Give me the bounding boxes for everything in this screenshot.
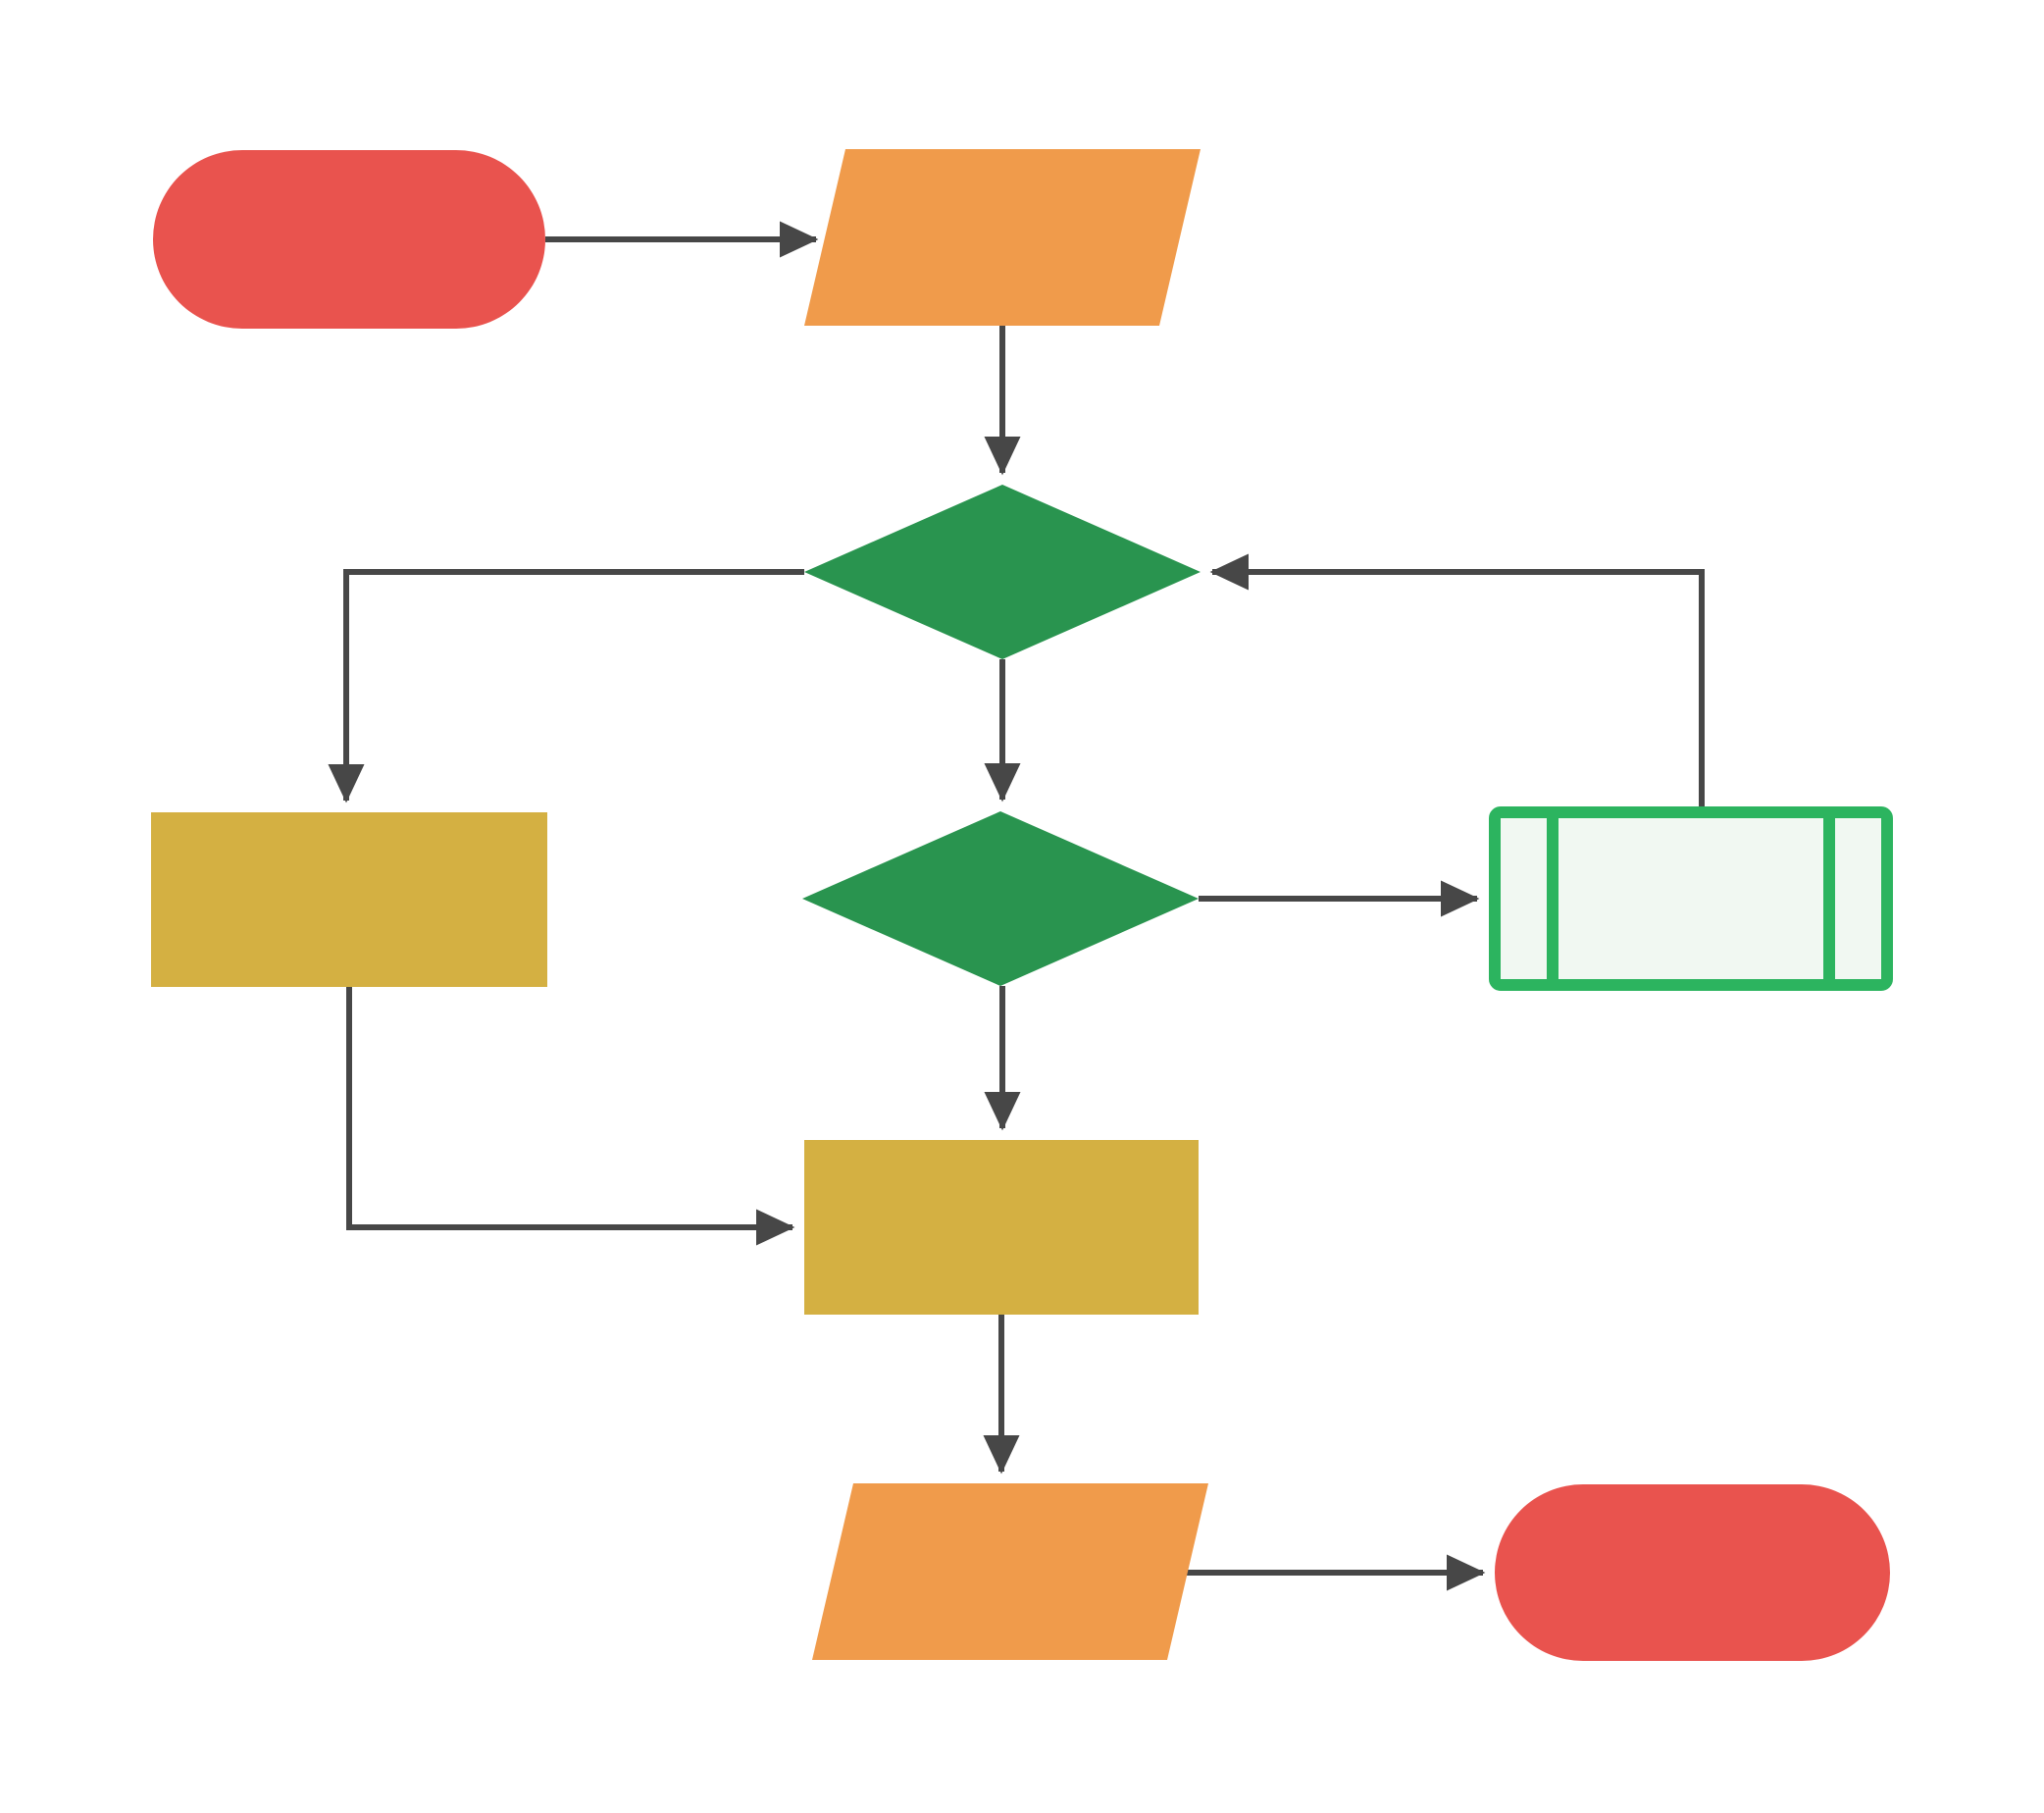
start-terminator-shape[interactable] <box>153 150 545 329</box>
node-output-parallelogram[interactable] <box>812 1483 1208 1660</box>
output-parallelogram-shape[interactable] <box>812 1483 1208 1660</box>
node-end-terminator[interactable] <box>1495 1484 1890 1661</box>
end-terminator-shape[interactable] <box>1495 1484 1890 1661</box>
decision-1-shape[interactable] <box>804 485 1201 659</box>
input-parallelogram-shape[interactable] <box>804 149 1201 326</box>
node-subroutine-predefined-process[interactable] <box>1489 806 1893 991</box>
subroutine-outer-shape[interactable] <box>1489 806 1893 991</box>
connector-layer <box>328 221 1705 1591</box>
node-input-parallelogram[interactable] <box>804 149 1201 326</box>
process-left-shape[interactable] <box>151 812 547 987</box>
edge-subroutine-to-decision1[interactable] <box>1209 553 1705 806</box>
edge-process-left-to-process-center[interactable] <box>346 987 795 1246</box>
node-decision-1[interactable] <box>804 485 1201 659</box>
process-center-shape[interactable] <box>804 1140 1199 1315</box>
edge-decision1-to-process-left[interactable] <box>328 569 804 803</box>
decision-2-shape[interactable] <box>802 811 1199 986</box>
node-start-terminator[interactable] <box>153 150 545 329</box>
node-process-left[interactable] <box>151 812 547 987</box>
node-decision-2[interactable] <box>802 811 1199 986</box>
node-layer <box>151 149 1893 1661</box>
node-process-center[interactable] <box>804 1140 1199 1315</box>
